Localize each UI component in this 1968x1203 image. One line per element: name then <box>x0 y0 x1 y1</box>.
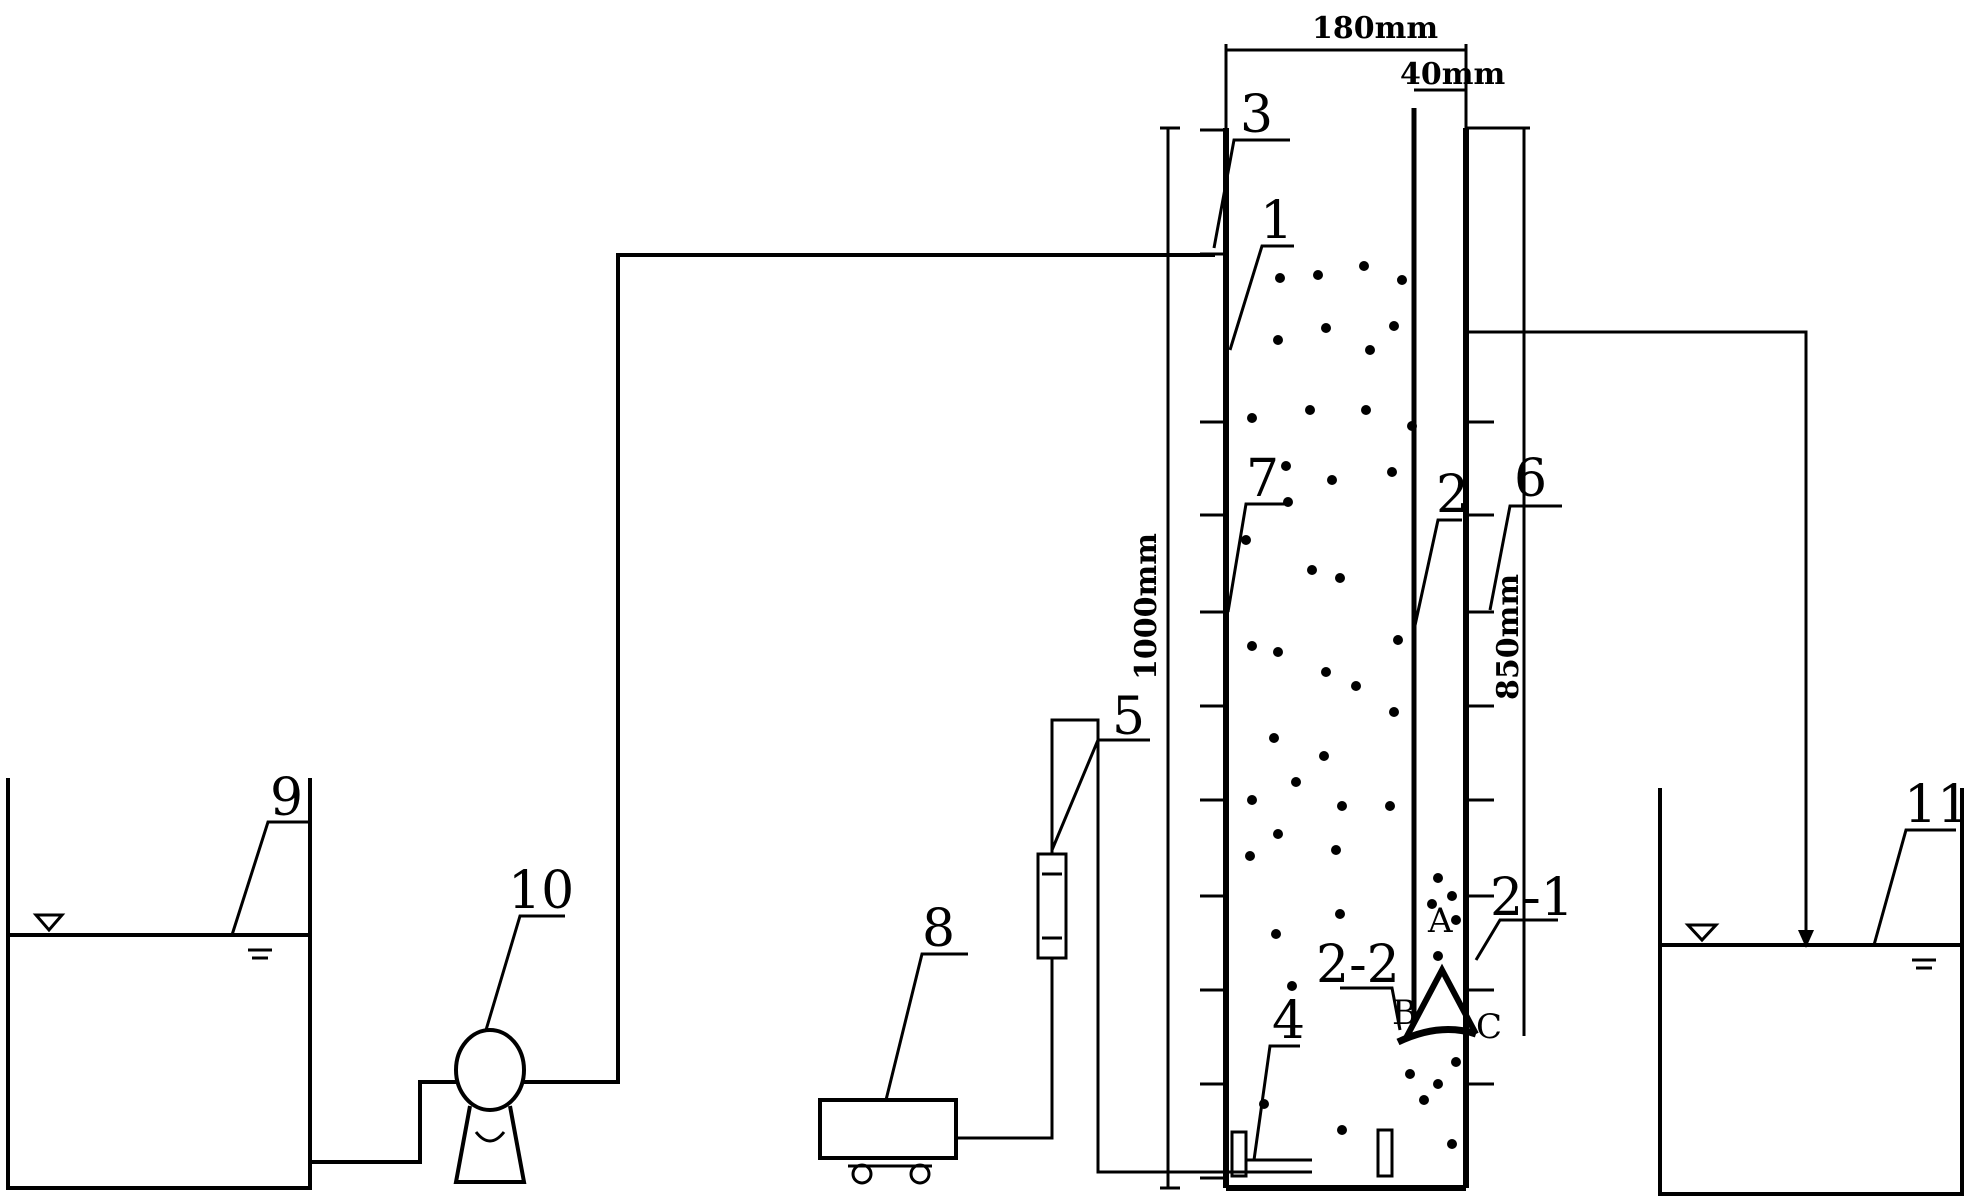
dim-height-column: 1000mm <box>1129 533 1164 680</box>
dimension-180mm: 180mm <box>1224 11 1468 128</box>
dimension-1000mm: 1000mm <box>1129 126 1180 1190</box>
diffuser: 4 <box>1230 991 1394 1178</box>
label-2-2: 2-2 <box>1316 935 1400 995</box>
pump-outlet-pipe <box>524 253 1215 1084</box>
dim-width-channel: 40mm <box>1400 57 1505 92</box>
point-c: C <box>1476 1007 1502 1047</box>
reactor-column: A B C 4 <box>1200 85 1574 1191</box>
media-particles <box>1241 261 1461 1149</box>
flow-arrow-icon <box>1798 930 1814 948</box>
effluent-tank: 11 <box>1658 775 1968 1196</box>
label-2-1: 2-1 <box>1490 868 1574 928</box>
air-compressor-icon <box>818 1098 958 1160</box>
pump: 10 <box>453 861 574 1184</box>
label-8: 8 <box>922 899 955 959</box>
label-7: 7 <box>1246 449 1279 509</box>
label-9: 9 <box>270 768 303 828</box>
label-10: 10 <box>508 861 574 921</box>
rotameter-icon <box>1036 852 1068 960</box>
dimension-850mm: 850mm <box>1491 128 1526 1036</box>
water-level-icon <box>1684 923 1720 943</box>
influent-tank: 9 <box>6 768 312 1190</box>
label-3: 3 <box>1240 85 1273 145</box>
label-4: 4 <box>1272 991 1305 1051</box>
water-level-icon <box>32 913 66 933</box>
air-pipe-top <box>1050 718 1312 1174</box>
feed-pipe <box>310 1080 456 1164</box>
pump-icon <box>454 1028 526 1112</box>
label-6: 6 <box>1514 449 1547 509</box>
effluent-pipe <box>1490 330 1808 942</box>
label-11: 11 <box>1904 775 1968 835</box>
baffle: A B C <box>1340 901 1558 1047</box>
left-scale-ticks <box>1200 128 1226 1180</box>
point-b: B <box>1392 993 1417 1033</box>
label-5: 5 <box>1112 687 1145 747</box>
air-pipe <box>956 958 1054 1140</box>
right-scale-ticks <box>1466 126 1530 1086</box>
dim-width-total: 180mm <box>1312 11 1438 46</box>
label-1: 1 <box>1260 191 1293 251</box>
dimension-40mm: 40mm <box>1400 57 1505 92</box>
dim-height-channel: 850mm <box>1491 574 1526 700</box>
label-2: 2 <box>1436 465 1469 525</box>
air-compressor: 8 <box>818 899 968 1185</box>
